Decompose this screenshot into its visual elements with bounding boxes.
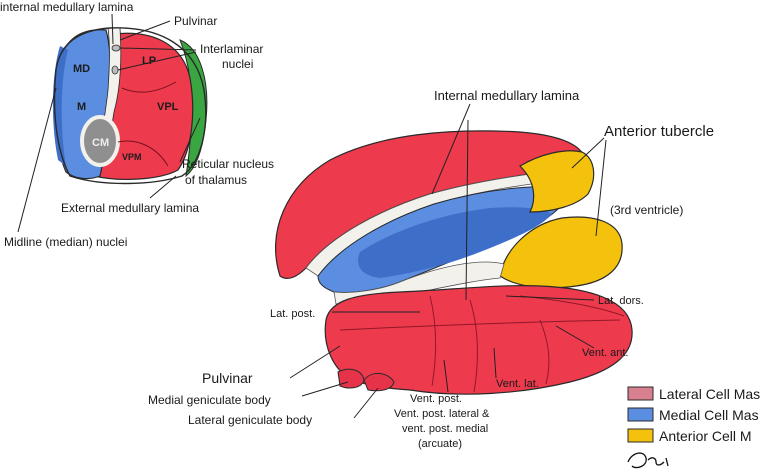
- thalamus-3d-view: Internal medullary lamina Anterior tuber…: [148, 88, 714, 450]
- leader-interlaminar-2: [117, 51, 197, 71]
- callout-external-lamina: External medullary lamina: [61, 201, 199, 215]
- interlaminar-oval-2: [111, 65, 119, 75]
- leader-section-internal-lamina: [111, 13, 114, 45]
- callout-vent-post-medial: vent. post. medial: [402, 423, 488, 435]
- callout-vent-post: Vent. post.: [410, 393, 462, 405]
- divider-lat-post: [429, 295, 437, 387]
- thalamus-cross-section: MD M LP VPL VPM CM internal medullary la…: [0, 0, 274, 249]
- callout-lateral-geniculate: Lateral geniculate body: [188, 413, 312, 427]
- divider-vent-post: [469, 299, 478, 393]
- leader-3d-internal-lamina: [431, 103, 471, 195]
- callout-third-ventricle: (3rd ventricle): [610, 203, 683, 217]
- lp-vpl-boundary: [121, 81, 177, 93]
- callout-medial-geniculate: Medial geniculate body: [148, 393, 271, 407]
- callout-lat-post: Lat. post.: [270, 308, 315, 320]
- callout-lat-dors: Lat. dors.: [598, 295, 644, 307]
- legend-label-medial: Medial Cell Mas: [659, 407, 759, 423]
- label-m: M: [77, 101, 86, 113]
- leader-lat-dors: [505, 295, 595, 301]
- legend-label-anterior: Anterior Cell M: [659, 428, 752, 444]
- leader-anterior-1: [571, 137, 605, 169]
- leader-vent-lat: [493, 347, 497, 379]
- divider-horizontal: [339, 319, 621, 331]
- leader-reticular: [179, 117, 201, 163]
- divider-vent-lat: [539, 319, 550, 385]
- anterior-tubercle-upper: [519, 150, 595, 213]
- cm-nucleus: [80, 115, 120, 167]
- medial-mass-inner: [358, 207, 552, 278]
- leader-external-lamina: [149, 175, 177, 199]
- lower-lateral-region: [324, 285, 633, 395]
- callout-interlaminar-line1: Interlaminar: [200, 42, 263, 56]
- leader-midline: [17, 87, 57, 233]
- callout-arcuate: (arcuate): [418, 438, 462, 450]
- callout-section-pulvinar: Pulvinar: [174, 14, 217, 28]
- leader-section-pulvinar: [119, 20, 171, 41]
- section-outline: [53, 27, 207, 185]
- legend-label-lateral: Lateral Cell Mas: [659, 386, 760, 402]
- callout-reticular-line1: Reticular nucleus: [182, 157, 274, 171]
- callout-interlaminar-line2: nuclei: [222, 57, 253, 71]
- label-vpl: VPL: [157, 101, 179, 113]
- callout-anterior-tubercle: Anterior tubercle: [604, 123, 714, 140]
- leader-interlaminar-1: [119, 47, 197, 51]
- vpm-boundary: [117, 140, 169, 167]
- callout-vent-lat: Vent. lat.: [496, 378, 539, 390]
- callout-pulvinar: Pulvinar: [202, 370, 253, 386]
- lateral-geniculate-region: [363, 373, 395, 392]
- leader-medial-geniculate: [301, 381, 349, 397]
- legend-swatch-medial: [627, 407, 654, 422]
- callout-reticular-line2: of thalamus: [185, 173, 247, 187]
- legend-swatch-anterior: [627, 428, 654, 443]
- callout-vent-ant: Vent. ant.: [582, 347, 628, 359]
- callout-section-internal-lamina: internal medullary lamina: [0, 0, 134, 14]
- leader-anterior-2: [595, 139, 607, 237]
- artist-signature: [627, 452, 669, 469]
- interlaminar-oval-1: [111, 44, 121, 52]
- leader-vent-ant: [555, 325, 595, 349]
- leader-lateral-geniculate: [353, 387, 379, 419]
- leader-3d-internal-lamina-down: [465, 119, 469, 301]
- leader-pulvinar: [289, 345, 341, 379]
- label-md: MD: [73, 63, 90, 75]
- label-lp: LP: [142, 55, 156, 67]
- label-vpm: VPM: [122, 152, 142, 162]
- label-cm: CM: [92, 137, 109, 149]
- legend: Lateral Cell Mas Medial Cell Mas Anterio…: [627, 386, 760, 444]
- leader-vent-post: [443, 359, 449, 393]
- callout-midline-nuclei: Midline (median) nuclei: [4, 235, 127, 249]
- callout-vent-post-lateral: Vent. post. lateral &: [394, 408, 490, 420]
- legend-swatch-lateral: [627, 386, 654, 401]
- callout-3d-internal-lamina: Internal medullary lamina: [434, 88, 580, 103]
